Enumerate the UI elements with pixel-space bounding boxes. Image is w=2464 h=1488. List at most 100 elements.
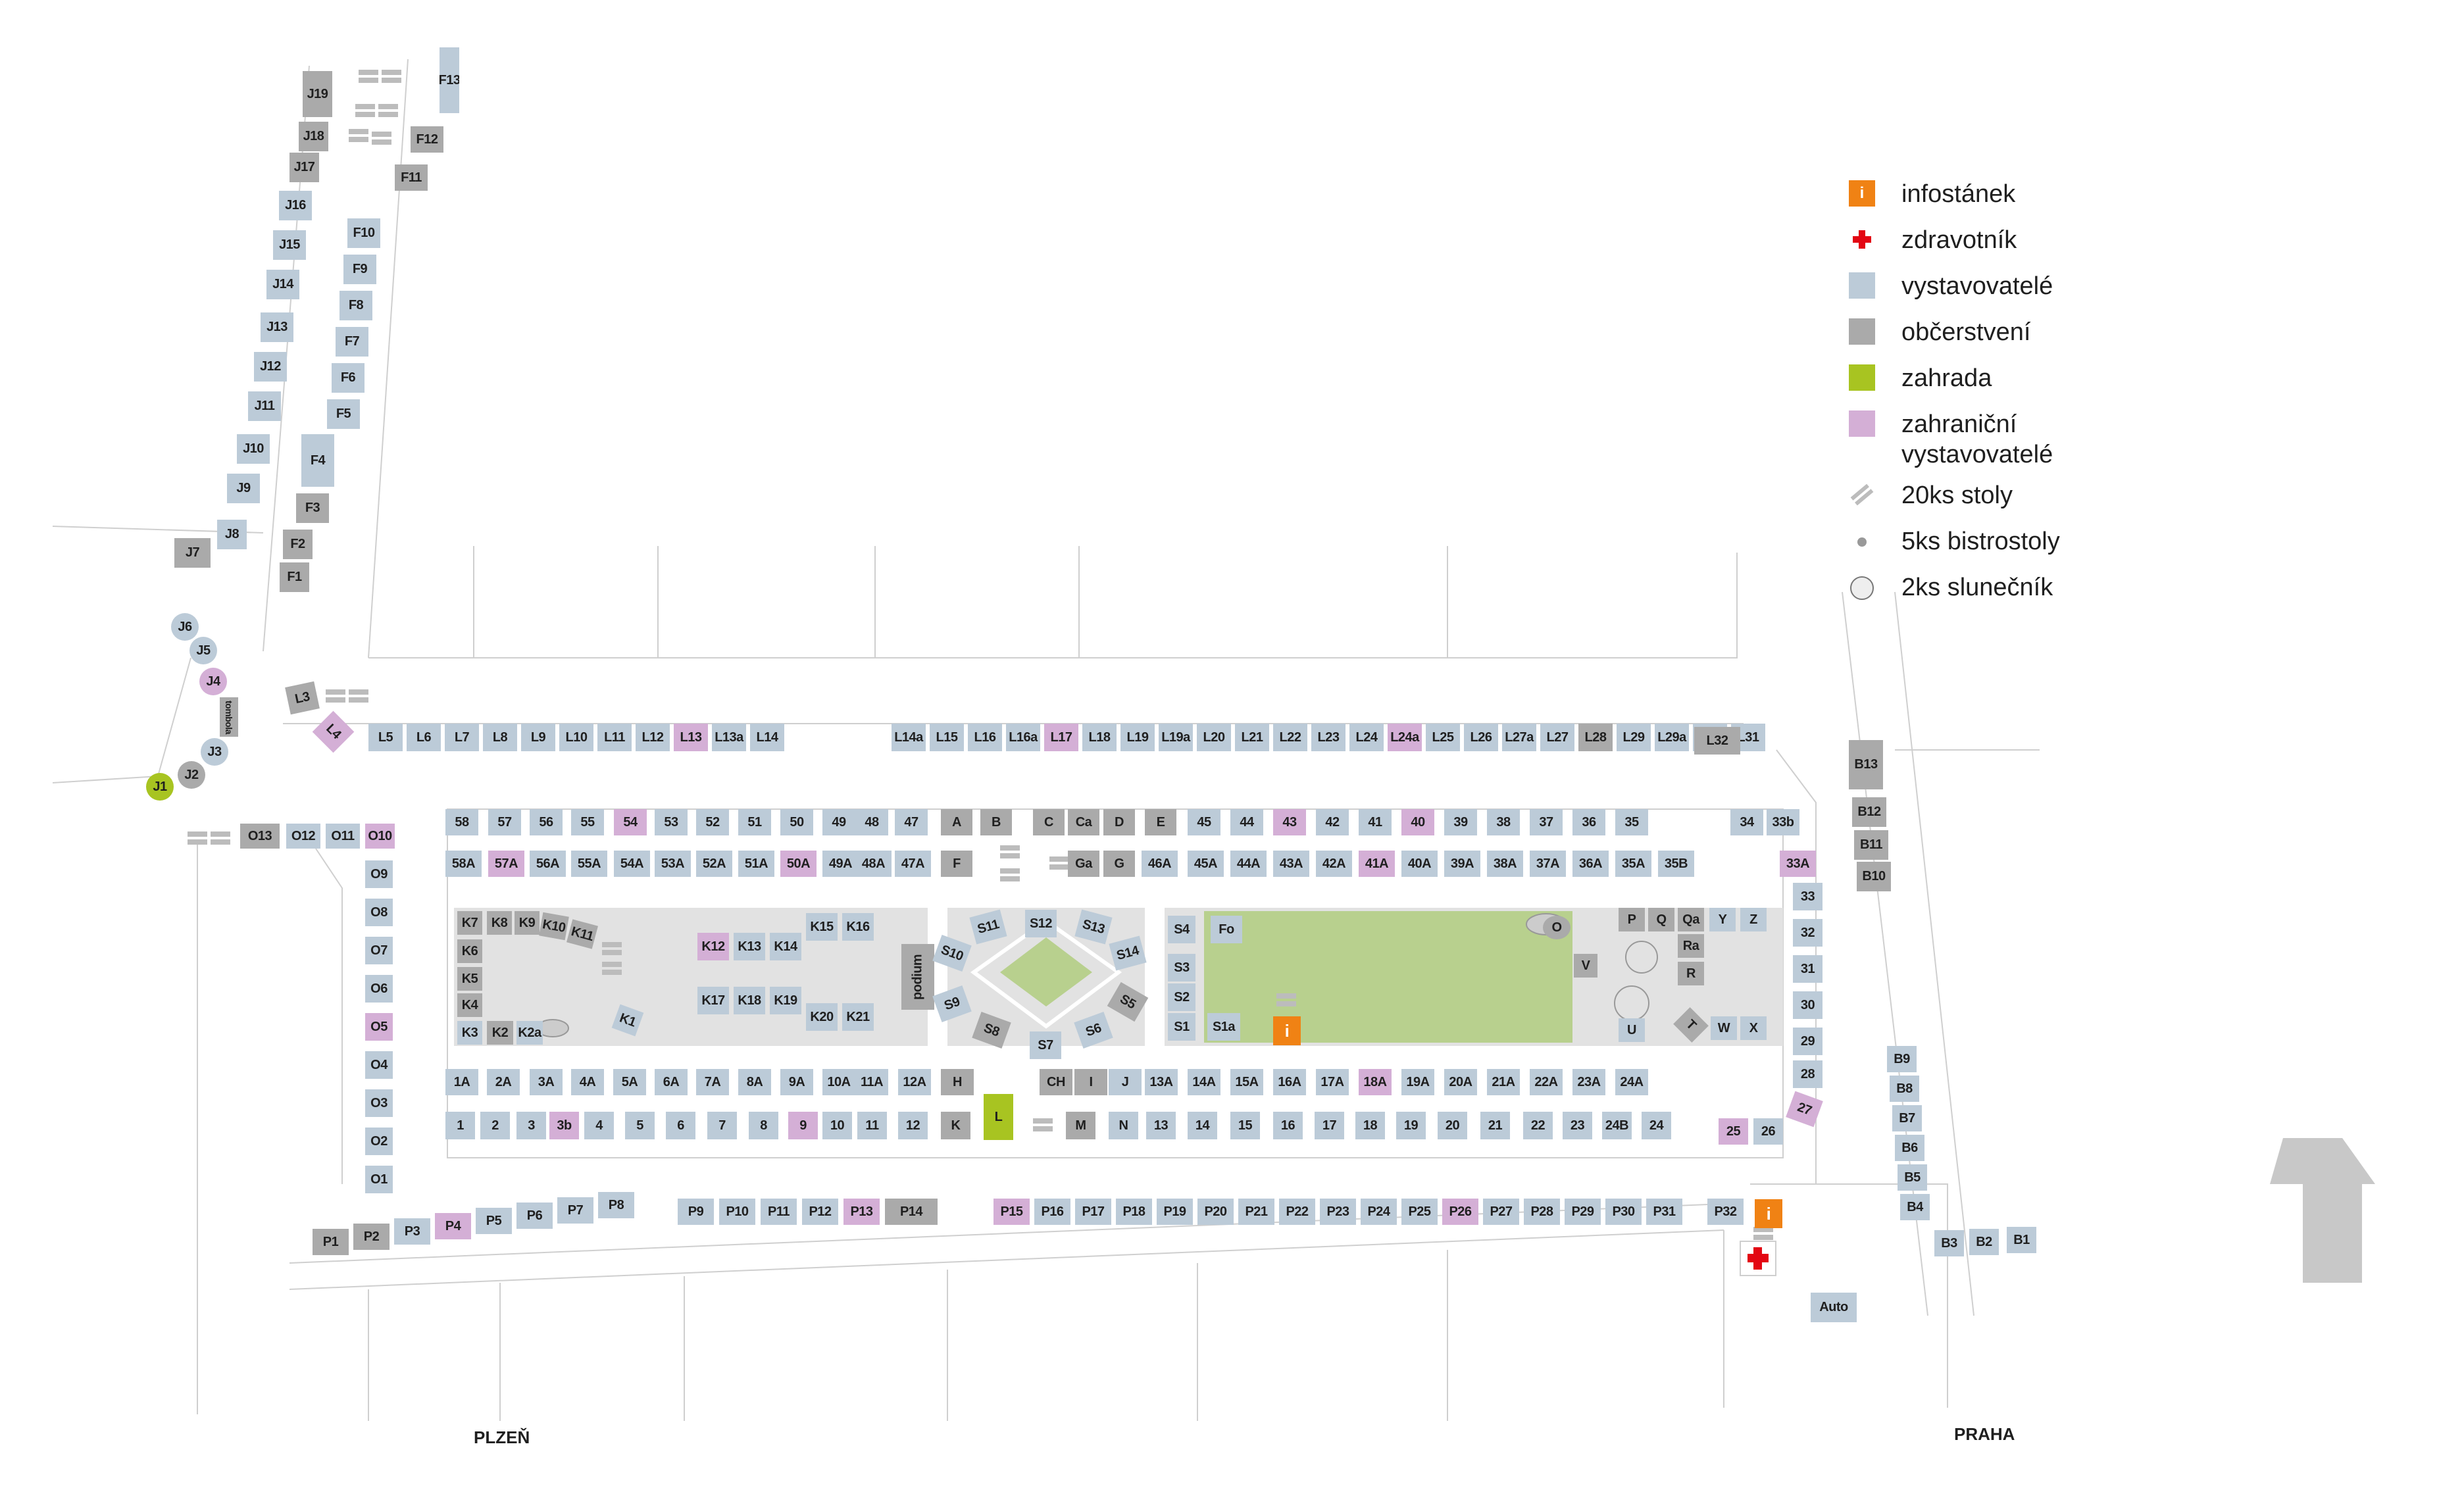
stall[interactable]: U bbox=[1619, 1018, 1645, 1042]
stall[interactable]: K bbox=[941, 1112, 970, 1139]
stall[interactable]: P4 bbox=[435, 1213, 471, 1239]
stall[interactable]: J19 bbox=[303, 71, 332, 117]
stall[interactable]: 2 bbox=[480, 1112, 510, 1139]
stall[interactable]: 58A bbox=[445, 851, 482, 877]
stall[interactable]: K10 bbox=[539, 912, 569, 941]
stall[interactable]: O13 bbox=[240, 824, 280, 849]
stall[interactable]: 51A bbox=[738, 851, 774, 877]
stall[interactable]: L29a bbox=[1655, 724, 1689, 751]
stall[interactable]: S1a bbox=[1207, 1013, 1240, 1041]
stall[interactable]: J16 bbox=[279, 191, 312, 220]
stall[interactable]: B11 bbox=[1854, 830, 1888, 860]
stall[interactable]: L9 bbox=[521, 724, 555, 751]
stall[interactable]: P18 bbox=[1116, 1199, 1152, 1225]
stall[interactable]: 9A bbox=[780, 1069, 813, 1095]
stall[interactable]: J bbox=[1109, 1069, 1142, 1095]
stall[interactable]: L27 bbox=[1540, 724, 1574, 751]
stall[interactable]: F7 bbox=[336, 327, 368, 357]
stall[interactable]: F3 bbox=[296, 493, 329, 523]
stall[interactable]: Q bbox=[1648, 908, 1674, 931]
stall[interactable]: 18 bbox=[1355, 1112, 1385, 1139]
stall[interactable]: 7A bbox=[696, 1069, 729, 1095]
stall[interactable]: F8 bbox=[339, 291, 372, 320]
stall[interactable]: Ca bbox=[1068, 809, 1099, 835]
stall[interactable]: 11 bbox=[857, 1112, 887, 1139]
stall[interactable]: P22 bbox=[1279, 1199, 1315, 1225]
stall[interactable]: P11 bbox=[761, 1199, 797, 1225]
stall[interactable]: 33A bbox=[1780, 851, 1816, 877]
stall[interactable]: 30 bbox=[1793, 991, 1823, 1019]
stall[interactable]: P10 bbox=[719, 1199, 755, 1225]
stall[interactable]: O4 bbox=[365, 1051, 393, 1079]
stall[interactable]: L27a bbox=[1502, 724, 1536, 751]
stall[interactable]: O bbox=[1543, 916, 1571, 939]
stall[interactable]: E bbox=[1145, 809, 1176, 835]
stall[interactable]: 4 bbox=[584, 1112, 614, 1139]
stall[interactable]: J15 bbox=[273, 230, 306, 260]
stall[interactable]: L19 bbox=[1120, 724, 1155, 751]
stall[interactable]: 10A bbox=[822, 1069, 855, 1095]
stall[interactable]: 12A bbox=[898, 1069, 931, 1095]
stall[interactable]: 35 bbox=[1615, 809, 1648, 835]
stall[interactable]: F1 bbox=[280, 562, 309, 592]
stall[interactable]: O6 bbox=[365, 975, 393, 1003]
stall[interactable]: P28 bbox=[1524, 1199, 1560, 1225]
tombola-stall[interactable]: tombola bbox=[220, 697, 238, 737]
stall[interactable]: 40 bbox=[1401, 809, 1434, 835]
stall[interactable]: 22 bbox=[1523, 1112, 1553, 1139]
stall[interactable]: O2 bbox=[365, 1128, 393, 1155]
stall[interactable]: 11A bbox=[855, 1069, 888, 1095]
stall[interactable]: K3 bbox=[457, 1021, 482, 1045]
stall[interactable]: K21 bbox=[842, 1003, 874, 1031]
stall[interactable]: 41A bbox=[1359, 851, 1395, 877]
stall[interactable]: 4A bbox=[571, 1069, 604, 1095]
stall[interactable]: J3 bbox=[201, 738, 228, 766]
stall[interactable]: K17 bbox=[697, 987, 729, 1014]
stall[interactable]: A bbox=[941, 809, 972, 835]
stall[interactable]: 5 bbox=[625, 1112, 655, 1139]
stall[interactable]: F4 bbox=[301, 434, 334, 487]
stall[interactable]: 42 bbox=[1316, 809, 1349, 835]
stall[interactable]: 24A bbox=[1615, 1069, 1648, 1095]
stall[interactable]: F6 bbox=[332, 363, 365, 393]
stall[interactable]: 6 bbox=[666, 1112, 695, 1139]
stall[interactable]: 17 bbox=[1315, 1112, 1344, 1139]
stall[interactable]: L13a bbox=[712, 724, 746, 751]
stall[interactable]: L28 bbox=[1578, 724, 1613, 751]
stall[interactable]: K8 bbox=[487, 911, 512, 935]
stall[interactable]: 44A bbox=[1230, 851, 1267, 877]
stall[interactable]: J13 bbox=[261, 312, 293, 342]
stall[interactable]: P23 bbox=[1320, 1199, 1356, 1225]
stall[interactable]: 5A bbox=[613, 1069, 646, 1095]
stall[interactable]: P19 bbox=[1157, 1199, 1193, 1225]
stall[interactable]: 8A bbox=[738, 1069, 771, 1095]
stall[interactable]: L11 bbox=[597, 724, 632, 751]
stall[interactable]: L10 bbox=[559, 724, 593, 751]
stall[interactable]: 53A bbox=[655, 851, 691, 877]
stall[interactable]: 52A bbox=[696, 851, 732, 877]
stall[interactable]: Z bbox=[1740, 908, 1767, 931]
stall[interactable]: 37 bbox=[1530, 809, 1563, 835]
stall[interactable]: O10 bbox=[365, 824, 395, 849]
stall[interactable]: P26 bbox=[1442, 1199, 1478, 1225]
stall[interactable]: 23A bbox=[1572, 1069, 1605, 1095]
stall[interactable]: 20 bbox=[1438, 1112, 1467, 1139]
stall[interactable]: J9 bbox=[227, 474, 260, 503]
stall[interactable]: K9 bbox=[515, 911, 540, 935]
stall[interactable]: L12 bbox=[636, 724, 670, 751]
stall[interactable]: 35B bbox=[1658, 851, 1694, 877]
stall[interactable]: P5 bbox=[476, 1208, 512, 1234]
stall[interactable]: P29 bbox=[1565, 1199, 1601, 1225]
stall[interactable]: S4 bbox=[1168, 916, 1195, 943]
stall[interactable]: S1 bbox=[1168, 1013, 1195, 1041]
stall[interactable]: L6 bbox=[407, 724, 441, 751]
stall[interactable]: 42A bbox=[1316, 851, 1352, 877]
stall[interactable]: L26 bbox=[1464, 724, 1498, 751]
stall[interactable]: H bbox=[941, 1069, 974, 1095]
stall[interactable]: 36A bbox=[1572, 851, 1609, 877]
stall[interactable]: Y bbox=[1709, 908, 1736, 931]
stall[interactable]: O5 bbox=[365, 1013, 393, 1041]
stall[interactable]: 41 bbox=[1359, 809, 1392, 835]
stall[interactable]: 17A bbox=[1316, 1069, 1349, 1095]
stall[interactable]: O11 bbox=[326, 824, 360, 849]
